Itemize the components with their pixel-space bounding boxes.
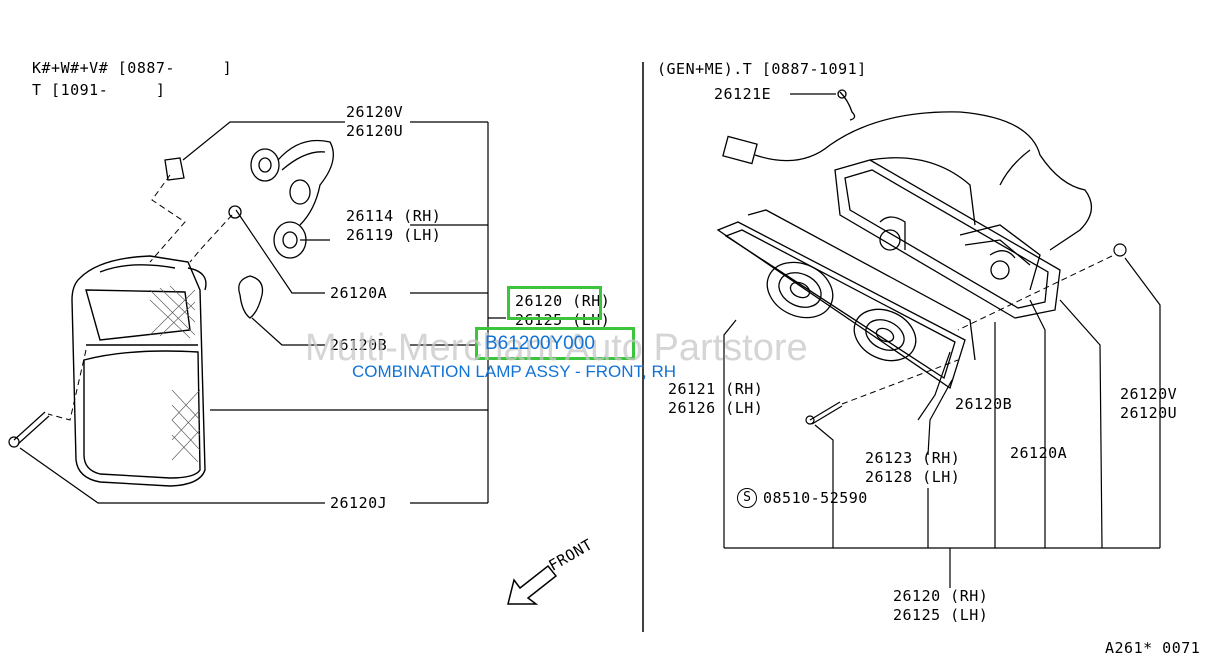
label-26114: 26114 (RH)	[346, 207, 442, 225]
label-26120U-right: 26120U	[1120, 404, 1178, 422]
left-lamp-housing	[71, 255, 207, 487]
left-leader-lines	[19, 121, 506, 504]
front-arrow-icon	[507, 564, 558, 605]
watermark: Multi-Merchant Auto Partstore	[305, 327, 808, 369]
label-26126LH: 26126 (LH)	[668, 399, 764, 417]
left-lamp-lens-mesh	[149, 285, 201, 463]
figure-code: A261* 0071	[1105, 639, 1201, 657]
label-screw-number: 08510-52590	[763, 489, 868, 507]
label-26120B-right: 26120B	[955, 395, 1013, 413]
right-leader-lines	[723, 93, 1161, 588]
label-26120V-left: 26120V	[346, 103, 404, 121]
label-26119: 26119 (LH)	[346, 226, 442, 244]
right-housing	[834, 157, 1061, 319]
label-26120B-left: 26120B	[330, 336, 388, 354]
label-26120A-left: 26120A	[330, 284, 388, 302]
label-26123RH: 26123 (RH)	[865, 449, 961, 467]
part-description: COMBINATION LAMP ASSY - FRONT, RH	[352, 362, 676, 381]
highlight-part-number[interactable]	[475, 327, 635, 360]
left-dashed-guides	[47, 174, 233, 421]
left-screw	[8, 411, 50, 448]
part-number-link[interactable]: B61200Y000	[485, 333, 595, 354]
label-26120U-left: 26120U	[346, 122, 404, 140]
label-26120A-right: 26120A	[1010, 444, 1068, 462]
right-small-parts	[805, 243, 1127, 425]
label-26125LH-right: 26125 (LH)	[893, 606, 989, 624]
right-lens-assembly	[716, 209, 976, 390]
right-wire-harness	[722, 89, 1092, 251]
label-26128LH: 26128 (LH)	[865, 468, 961, 486]
header-left-line2: T [1091- ]	[32, 81, 166, 99]
header-right: (GEN+ME).T [0887-1091]	[657, 60, 867, 78]
label-26120J: 26120J	[330, 494, 388, 512]
label-26121E: 26121E	[714, 85, 772, 103]
highlight-26120-rh[interactable]	[507, 286, 602, 320]
header-left-line1: K#+W#+V# [0887- ]	[32, 59, 233, 77]
label-26120V-right: 26120V	[1120, 385, 1178, 403]
label-26121RH: 26121 (RH)	[668, 380, 764, 398]
right-dashed-guides	[841, 255, 1113, 405]
screw-symbol-icon: S	[737, 488, 757, 508]
label-26120RH-right: 26120 (RH)	[893, 587, 989, 605]
left-bulb	[164, 157, 264, 319]
